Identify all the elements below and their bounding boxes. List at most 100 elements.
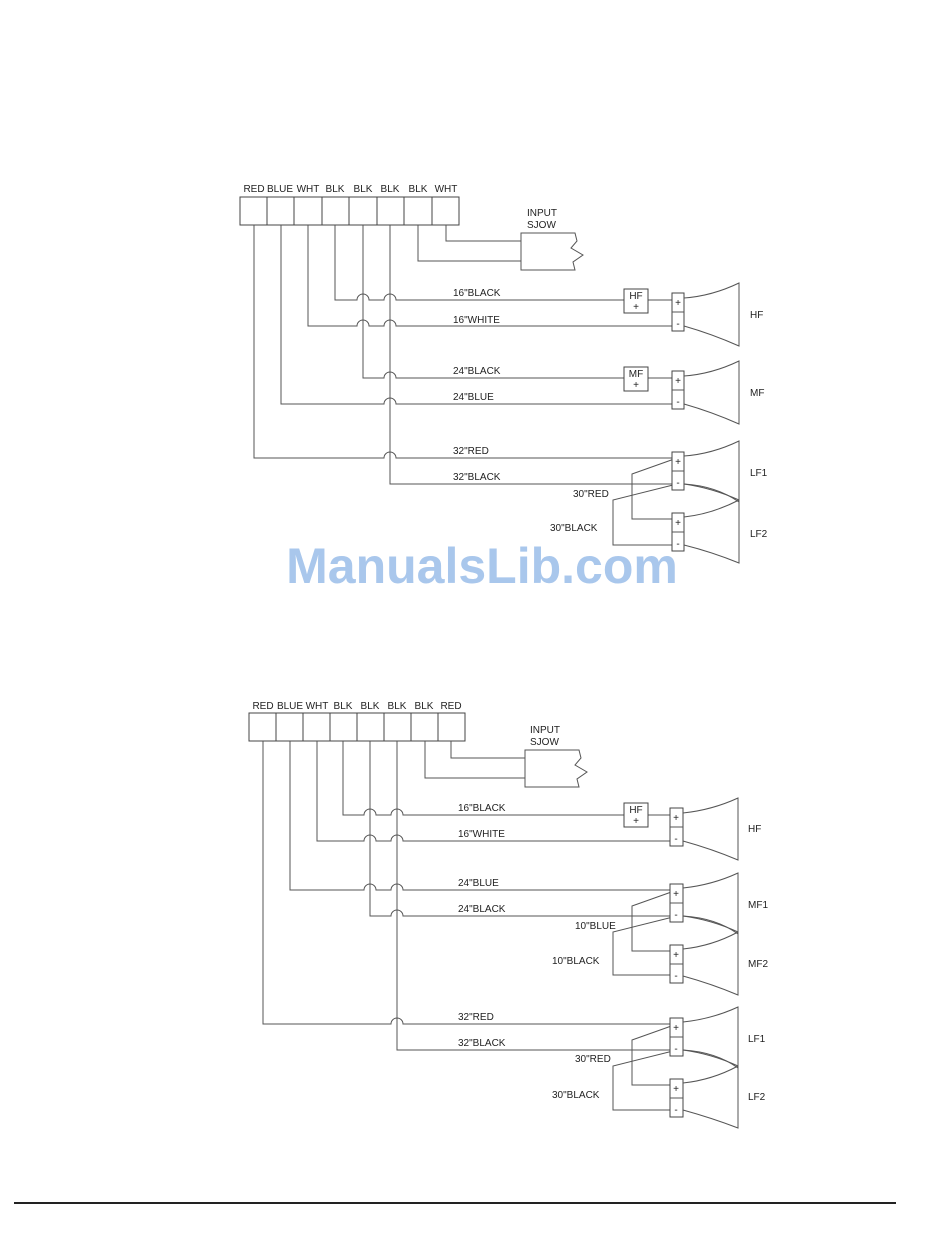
wire-labels: 16"BLACK 16"WHITE 24"BLACK 24"BLUE 32"RE… [453, 288, 609, 534]
wire-30-red [631, 457, 678, 520]
input-cable: INPUT SJOW [417, 208, 584, 271]
drivers: + - HF + - MF + - LF1 + - LF2 [671, 282, 768, 564]
terminal-box [321, 196, 350, 226]
terminal-label: BLK [334, 701, 353, 712]
terminal-label: WHT [306, 701, 329, 712]
wire-label: 30"RED [575, 1054, 611, 1065]
driver-label: MF1 [748, 900, 768, 911]
wire-16-white [316, 741, 670, 842]
wire-label: 30"RED [573, 489, 609, 500]
horn-lf2 [682, 1065, 739, 1129]
horn-hf [682, 797, 739, 861]
wiring [262, 741, 678, 1111]
horn-lf2 [683, 499, 740, 564]
wire-16-black [334, 225, 624, 301]
wire-label: 32"BLACK [453, 472, 501, 483]
terminal-box [329, 712, 358, 742]
terminal-strip: RED BLUE WHT BLK BLK BLK BLK WHT [239, 184, 460, 226]
terminal-box [266, 196, 295, 226]
terminal-box [437, 712, 466, 742]
block-label: MF [629, 369, 643, 380]
horn-lf1-flare [683, 483, 740, 503]
wire-10-blue [631, 889, 678, 952]
terminal-box [248, 712, 277, 742]
hf-filter-block [623, 288, 649, 314]
block-label: + [633, 302, 639, 313]
block-label: + [633, 816, 639, 827]
polarity-minus: - [674, 971, 677, 982]
terminal-label: BLK [326, 184, 345, 195]
terminal-label: BLK [354, 184, 373, 195]
terminal-box [239, 196, 268, 226]
wire-label: 16"BLACK [453, 288, 501, 299]
wire-32-red [262, 741, 670, 1025]
diagram-1: RED BLUE WHT BLK BLK BLK BLK WHT INPUT S… [239, 184, 768, 564]
terminal-box [403, 196, 433, 226]
wire-label: 24"BLUE [453, 392, 494, 403]
polarity-plus: + [673, 813, 679, 824]
terminal-box [376, 196, 405, 226]
wire-32-black [396, 741, 670, 1051]
driver-label: LF2 [750, 529, 768, 540]
polarity-plus: + [675, 298, 681, 309]
wire-30-black [612, 1049, 678, 1111]
terminal-box [431, 196, 460, 226]
terminal-label: BLK [388, 701, 407, 712]
wire-24-black [362, 225, 624, 379]
driver-label: LF2 [748, 1092, 766, 1103]
polarity-minus: - [676, 539, 679, 550]
terminal-label: WHT [297, 184, 320, 195]
filter-blocks: HF + [623, 802, 649, 828]
polarity-plus: + [673, 950, 679, 961]
input-label: SJOW [530, 737, 559, 748]
wire-24-blue [280, 225, 672, 405]
wire-label: 10"BLUE [575, 921, 616, 932]
wire-label: 32"RED [453, 446, 489, 457]
polarity-plus: + [673, 1084, 679, 1095]
wire-10-black [612, 915, 678, 976]
terminal-box [293, 196, 323, 226]
block-label: HF [629, 805, 642, 816]
wire-16-white [307, 225, 672, 327]
horn-lf1 [682, 1006, 739, 1067]
horn-mf1-flare [682, 915, 739, 935]
polarity-minus: - [674, 910, 677, 921]
driver-label: MF [750, 388, 764, 399]
input-wire [424, 741, 525, 779]
terminal-label: WHT [435, 184, 458, 195]
terminal-label: BLK [409, 184, 428, 195]
wire-label: 24"BLUE [458, 878, 499, 889]
terminal-label: RED [440, 701, 461, 712]
block-label: + [633, 380, 639, 391]
terminal-label: BLK [415, 701, 434, 712]
input-label: SJOW [527, 220, 556, 231]
terminal-box [356, 712, 385, 742]
wire-30-black [612, 483, 678, 546]
wire-label: 32"RED [458, 1012, 494, 1023]
block-label: HF [629, 291, 642, 302]
terminal-box [302, 712, 331, 742]
input-cable: INPUT SJOW [424, 725, 588, 788]
diagram-2: RED BLUE WHT BLK BLK BLK BLK RED INPUT S… [248, 701, 768, 1129]
horn-lf1 [683, 440, 740, 501]
wire-label: 16"WHITE [453, 315, 500, 326]
terminal-box [410, 712, 439, 742]
polarity-minus: - [674, 1044, 677, 1055]
wire-24-blue [289, 741, 670, 891]
wire-label: 24"BLACK [453, 366, 501, 377]
watermark: ManualsLib.com [286, 538, 678, 594]
polarity-plus: + [675, 518, 681, 529]
input-label: INPUT [530, 725, 560, 736]
polarity-minus: - [676, 397, 679, 408]
driver-label: LF1 [750, 468, 768, 479]
horn-mf [683, 360, 740, 425]
terminal-label: BLUE [277, 701, 303, 712]
mf-filter-block [623, 366, 649, 392]
input-label: INPUT [527, 208, 557, 219]
drivers: + - HF + - MF1 + - MF2 + - LF [669, 797, 768, 1129]
terminal-box [348, 196, 378, 226]
terminal-label: RED [252, 701, 273, 712]
wire-label: 16"BLACK [458, 803, 506, 814]
polarity-minus: - [676, 319, 679, 330]
